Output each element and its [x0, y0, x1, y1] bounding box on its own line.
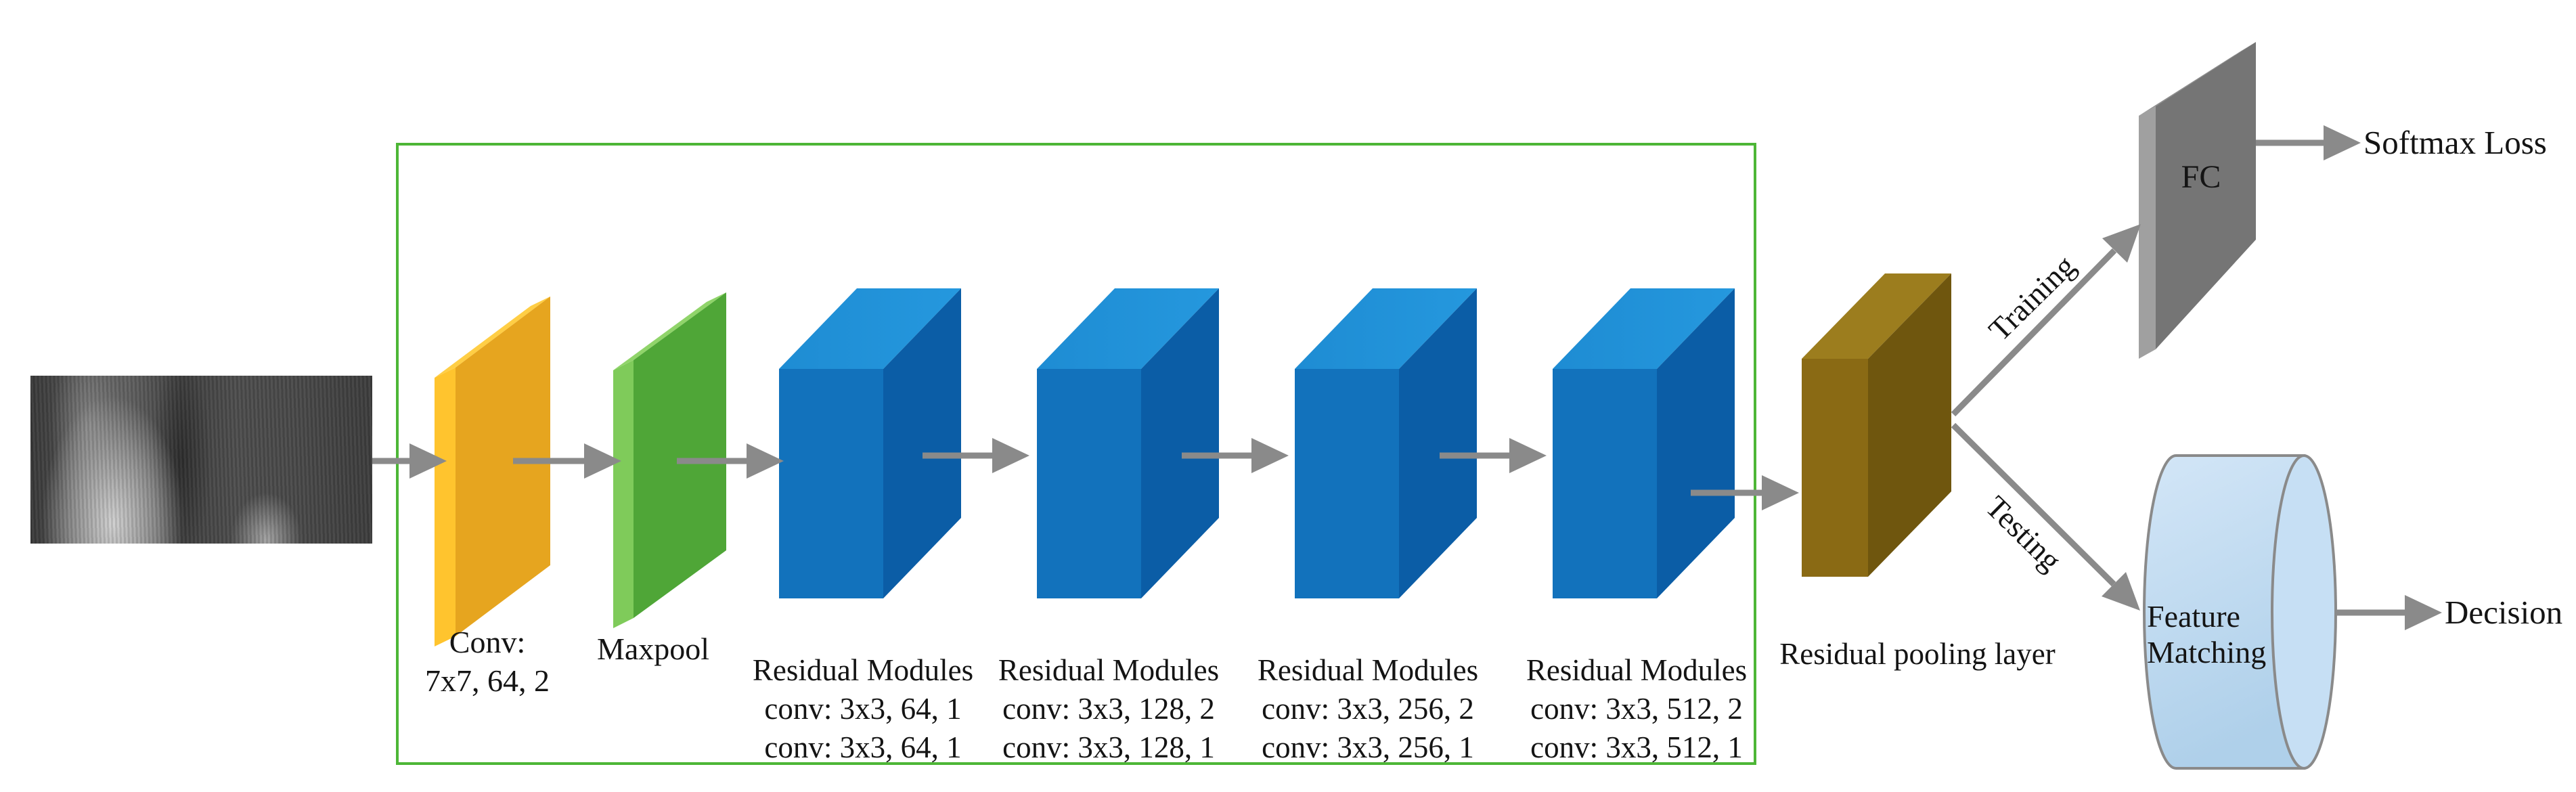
- pooling-slab-front: [1802, 359, 1868, 577]
- residual-block-3-conv1: conv: 3x3, 256, 2: [1262, 692, 1474, 726]
- residual-block-2-title: Residual Modules: [998, 653, 1220, 687]
- residual-block-1-conv2: conv: 3x3, 64, 1: [764, 730, 962, 764]
- residual-block-3-label: Residual Modules conv: 3x3, 256, 2 conv:…: [1258, 651, 1478, 767]
- residual-block-2-conv1: conv: 3x3, 128, 2: [1002, 692, 1215, 726]
- residual-block-2-front: [1037, 369, 1141, 598]
- arrow-fc-to-softmax: [2256, 125, 2361, 160]
- arrow-cylinder-to-decision: [2336, 595, 2442, 630]
- arrow-block3-to-block4: [1440, 438, 1547, 473]
- residual-block-4-conv1: conv: 3x3, 512, 2: [1530, 692, 1743, 726]
- maxpool-layer-slab: [613, 292, 726, 628]
- residual-block-4-conv2: conv: 3x3, 512, 1: [1530, 730, 1743, 764]
- residual-block-4-top: [1553, 288, 1735, 369]
- residual-block-1-side: [883, 288, 961, 598]
- residual-block-2-conv2: conv: 3x3, 128, 1: [1002, 730, 1215, 764]
- conv-label-line2: 7x7, 64, 2: [425, 663, 550, 698]
- arrow-maxpool-to-block1: [677, 443, 784, 479]
- residual-block-3-title: Residual Modules: [1257, 653, 1479, 687]
- residual-block-1: [779, 288, 961, 598]
- residual-block-1-label: Residual Modules conv: 3x3, 64, 1 conv: …: [753, 651, 973, 767]
- input-image-texture: [30, 376, 372, 544]
- arrow-conv-to-maxpool: [513, 443, 621, 479]
- residual-block-4-side: [1657, 288, 1735, 598]
- flow-arrows: [372, 125, 2442, 630]
- feature-matching-label: Feature Matching: [2147, 598, 2266, 670]
- cylinder-body: [2143, 454, 2305, 770]
- residual-block-3-top: [1295, 288, 1477, 369]
- conv-slab-left-edge: [435, 368, 456, 646]
- residual-block-2-side: [1141, 288, 1219, 598]
- maxpool-slab-face: [634, 292, 726, 618]
- residual-block-1-conv1: conv: 3x3, 64, 1: [764, 692, 962, 726]
- fc-label: FC: [2181, 159, 2221, 195]
- testing-branch-arrow: [1951, 422, 2140, 611]
- residual-block-4-label: Residual Modules conv: 3x3, 512, 2 conv:…: [1526, 651, 1747, 767]
- maxpool-label: Maxpool: [596, 632, 710, 666]
- feature-matching-line2: Matching: [2147, 635, 2267, 669]
- cylinder-end-cap: [2271, 454, 2337, 770]
- residual-pooling-slab: [1802, 273, 1951, 577]
- residual-block-1-title: Residual Modules: [752, 653, 974, 687]
- fc-slab-face: [2156, 42, 2256, 349]
- training-branch-arrow: [1951, 224, 2141, 417]
- residual-block-2-label: Residual Modules conv: 3x3, 128, 2 conv:…: [998, 651, 1219, 767]
- residual-block-4-front: [1553, 369, 1657, 598]
- feature-matching-cylinder: [2143, 454, 2337, 770]
- feature-matching-line1: Feature: [2147, 599, 2240, 634]
- conv-layer-label: Conv: 7x7, 64, 2: [425, 623, 550, 700]
- maxpool-slab-top-edge: [613, 292, 726, 370]
- conv-layer-slab: [435, 296, 550, 646]
- residual-block-2-top: [1037, 288, 1219, 369]
- conv-slab-face: [456, 296, 550, 636]
- maxpool-slab-left-edge: [613, 360, 634, 628]
- residual-backbone-box: [396, 143, 1756, 765]
- fc-slab-left-edge: [2139, 106, 2156, 359]
- residual-block-3: [1295, 288, 1477, 598]
- arrow-input-to-conv: [372, 443, 447, 479]
- pooling-slab-top: [1802, 273, 1951, 359]
- arrow-block2-to-block3: [1182, 438, 1289, 473]
- softmax-loss-label: Softmax Loss: [2363, 124, 2547, 161]
- arrow-block4-to-pooling: [1691, 475, 1799, 510]
- residual-block-4-title: Residual Modules: [1526, 653, 1748, 687]
- residual-block-1-top: [779, 288, 961, 369]
- residual-block-4: [1553, 288, 1735, 598]
- fc-slab-top-edge: [2139, 42, 2256, 116]
- arrow-block1-to-block2: [923, 438, 1029, 473]
- conv-slab-top-edge: [435, 296, 550, 378]
- conv-label-line1: Conv:: [449, 625, 526, 659]
- residual-pooling-label: Residual pooling layer: [1779, 637, 2056, 671]
- residual-block-2: [1037, 288, 1219, 598]
- fc-layer-slab: [2139, 42, 2256, 359]
- decision-label: Decision: [2445, 594, 2563, 631]
- pooling-slab-side: [1868, 273, 1951, 577]
- residual-block-1-front: [779, 369, 883, 598]
- residual-block-3-front: [1295, 369, 1399, 598]
- residual-block-3-conv2: conv: 3x3, 256, 1: [1262, 730, 1474, 764]
- residual-block-3-side: [1399, 288, 1477, 598]
- input-image: [30, 376, 372, 544]
